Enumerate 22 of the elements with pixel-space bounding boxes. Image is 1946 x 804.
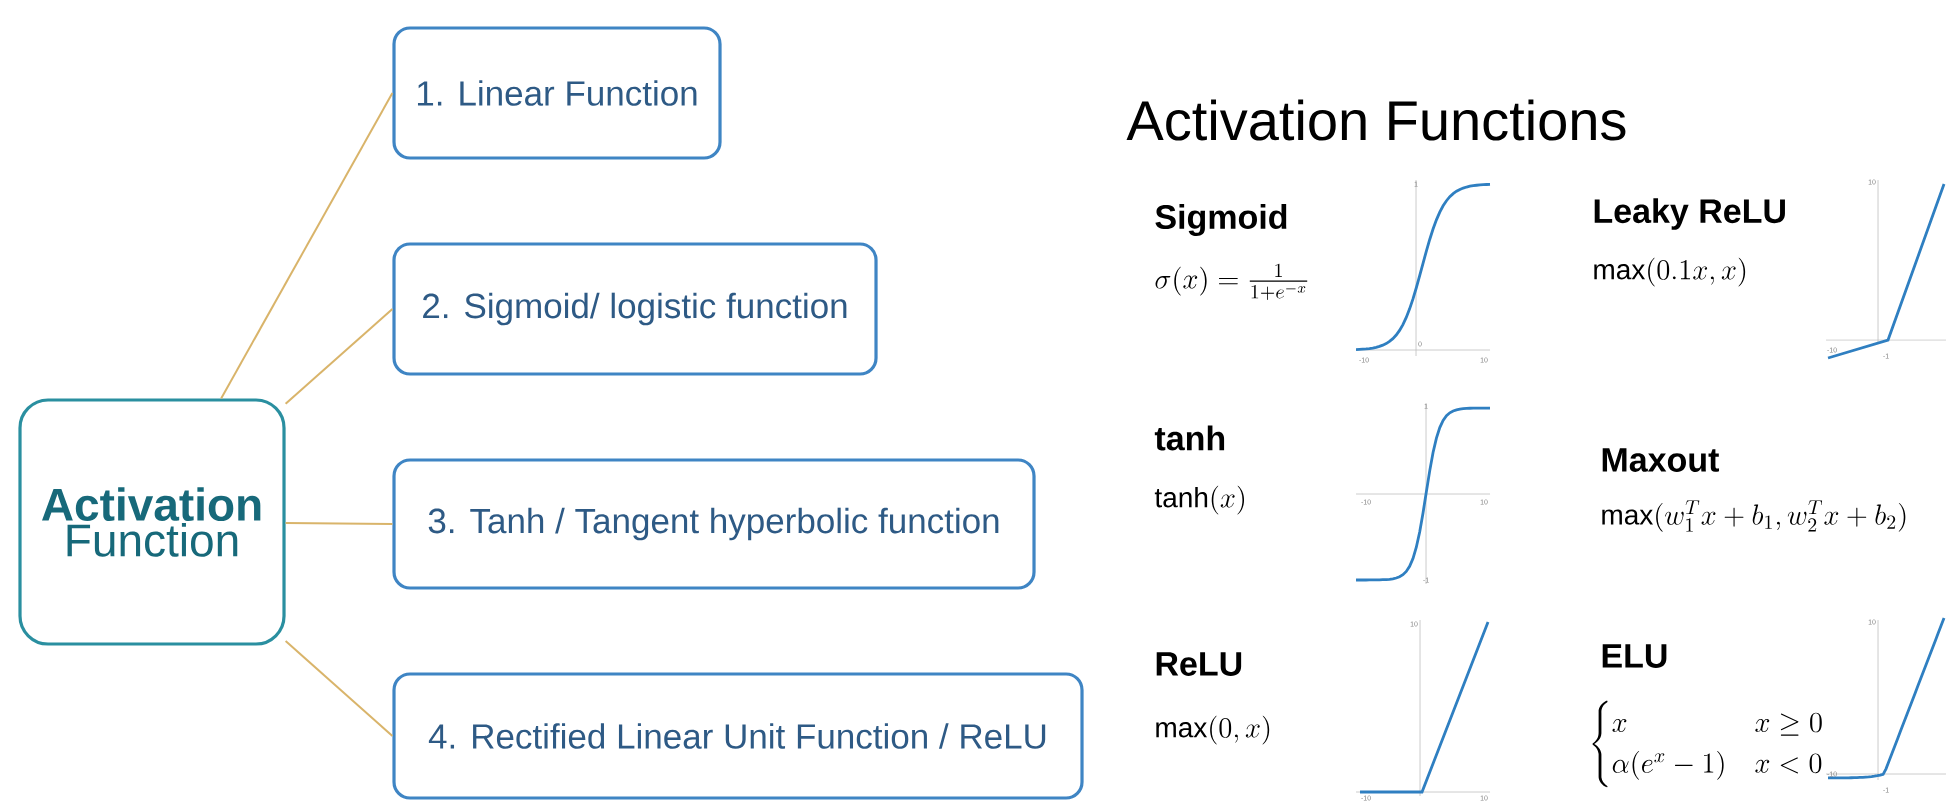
function-name: Leaky ReLU <box>1594 198 1785 230</box>
formula: $\sigma(x)=\frac{1}{1+e^{-x}}$ <box>1155 263 1308 300</box>
connector-line <box>284 308 394 405</box>
heading: Activation Functions <box>1126 99 1626 141</box>
connector-line <box>284 639 394 737</box>
topic-box: Activation Function <box>18 398 286 646</box>
subtopic-box: 2. Sigmoid/ logistic function <box>392 242 878 376</box>
subtopic-box: 3. Tanh / Tangent hyperbolic function <box>392 458 1036 590</box>
connector-line <box>220 92 394 400</box>
formula: $\tanh(x)$ <box>1154 485 1245 515</box>
subtopic-box: 4. Rectified Linear Unit Function / ReLU <box>392 672 1084 800</box>
formula: $\max(w_1^Tx+b_1,w_2^Tx+b_2)$ <box>1602 500 1906 532</box>
function-name: ReLU <box>1156 652 1242 676</box>
function-name: tanh <box>1154 425 1225 451</box>
function-name: Maxout <box>1602 448 1719 472</box>
formula: $\begin{cases}x & x\geq 0\\ \alpha(e^x-1) & x<0\end{cases}$ <box>1592 700 1822 788</box>
connector-line <box>284 522 394 525</box>
formula: $\max(0.1x,x)$ <box>1594 257 1746 287</box>
function-name: Sigmoid <box>1155 204 1287 236</box>
subtopic-box: 1. Linear Function <box>392 26 722 160</box>
formula: $\max(0,x)$ <box>1156 715 1270 745</box>
function-name: ELU <box>1602 644 1667 668</box>
